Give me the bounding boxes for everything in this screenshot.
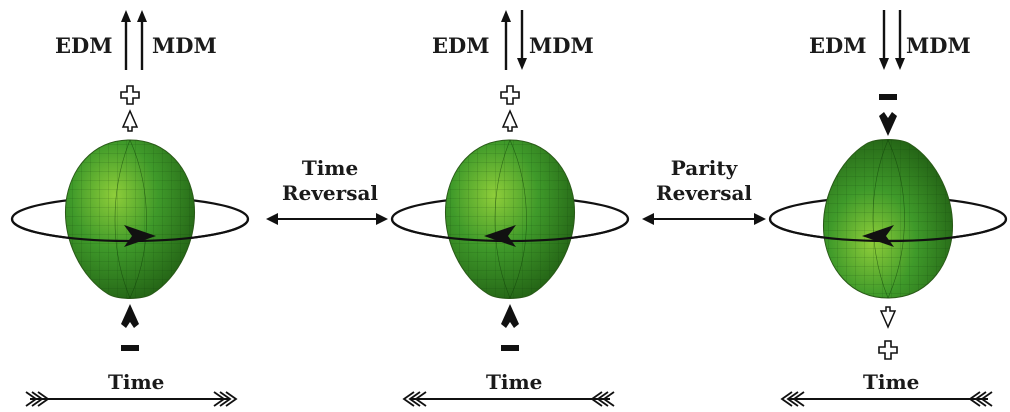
parity-reversal-label: Parity Reversal: [646, 156, 762, 206]
time-label: Time: [486, 370, 543, 394]
time-reversal-arrow: [266, 213, 388, 225]
edm-arrow: [121, 10, 131, 70]
plus-sign-icon: [500, 85, 520, 105]
spin-arrowhead-icon: [862, 225, 894, 247]
time-backward-arrow: [780, 391, 993, 407]
mdm-arrow: [895, 10, 905, 70]
mdm-label: MDM: [152, 33, 217, 58]
negative-pole-arrow-icon: [121, 304, 139, 328]
time-label: Time: [108, 370, 165, 394]
minus-sign-icon: [879, 94, 897, 100]
mdm-arrow: [517, 10, 527, 70]
mdm-label: MDM: [906, 33, 971, 58]
positive-pole-arrow-icon: [501, 109, 519, 132]
time-reversal-line1: Time: [301, 156, 359, 180]
plus-sign-icon: [878, 340, 898, 360]
time-reversal-label: Time Reversal: [275, 156, 385, 206]
panel-original: [10, 10, 250, 407]
time-backward-arrow: [402, 391, 615, 407]
minus-sign-icon: [501, 345, 519, 351]
edm-label: EDM: [432, 33, 490, 58]
minus-sign-icon: [121, 345, 139, 351]
parity-reversal-line1: Parity: [670, 156, 738, 180]
time-label: Time: [863, 370, 920, 394]
mdm-arrow: [137, 10, 147, 70]
time-forward-arrow: [25, 391, 238, 407]
time-reversal-line2: Reversal: [281, 181, 379, 205]
edm-arrow: [879, 10, 889, 70]
spin-arrowhead-icon: [124, 225, 156, 247]
negative-pole-arrow-icon: [501, 304, 519, 328]
positive-pole-arrow-icon: [879, 306, 897, 329]
positive-pole-arrow-icon: [121, 109, 139, 132]
edm-label: EDM: [809, 33, 867, 58]
plus-sign-icon: [120, 85, 140, 105]
nucleus-sphere: [822, 139, 954, 299]
spin-arrowhead-icon: [484, 225, 516, 247]
nucleus-sphere: [64, 139, 196, 299]
panel-parity-reversed: [768, 10, 1008, 407]
panel-time-reversed: [390, 10, 630, 407]
edm-label: EDM: [55, 33, 113, 58]
mdm-label: MDM: [529, 33, 594, 58]
nucleus-sphere: [444, 139, 576, 299]
negative-pole-arrow-icon: [879, 112, 897, 136]
parity-reversal-line2: Reversal: [655, 181, 753, 205]
edm-arrow: [501, 10, 511, 70]
parity-reversal-arrow: [642, 213, 766, 225]
